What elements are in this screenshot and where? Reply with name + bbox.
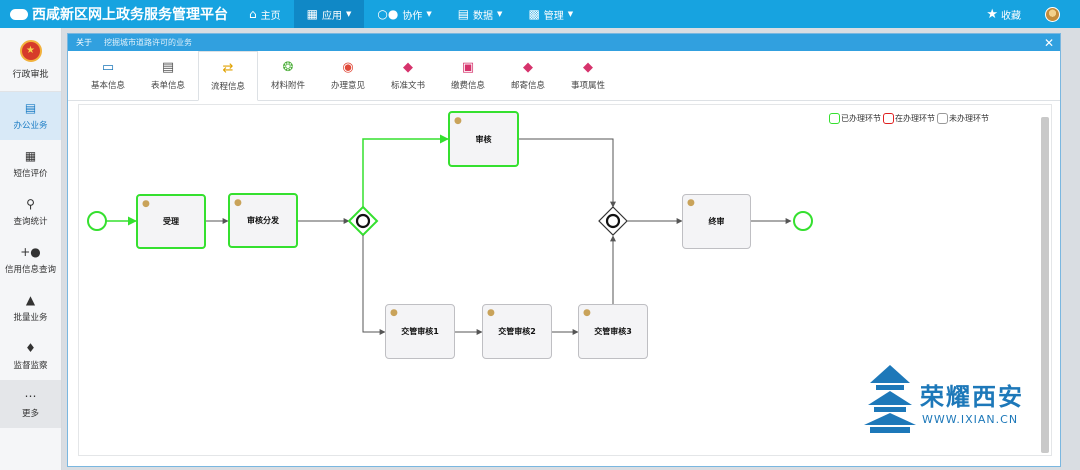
- task-traffic-review-2[interactable]: ● 交管审核2: [482, 304, 552, 359]
- bell-icon: ♦: [25, 341, 36, 355]
- pagoda-logo-icon: [864, 365, 916, 433]
- home-icon: ⌂: [249, 7, 257, 21]
- task-final-review[interactable]: ● 终审: [682, 194, 751, 249]
- app-title: 西咸新区网上政务服务管理平台: [32, 7, 228, 23]
- bar-chart-icon: ▤: [457, 7, 470, 21]
- dashboard-icon: ▩: [528, 7, 540, 21]
- trend-icon: ▲: [25, 293, 36, 307]
- watermark-cn: 荣耀西安: [920, 382, 1024, 411]
- tab-mailing[interactable]: ◆邮寄信息: [510, 60, 545, 91]
- tab-attachments[interactable]: ❂材料附件: [270, 60, 305, 91]
- task-traffic-review-3[interactable]: ● 交管审核3: [578, 304, 648, 359]
- sidebar-header-label: 行政审批: [12, 69, 49, 80]
- list-icon: ▤: [24, 101, 37, 115]
- user-icon: ●: [142, 199, 150, 209]
- task-traffic-review-1[interactable]: ● 交管审核1: [385, 304, 455, 359]
- legend-pending: 未办理环节: [937, 113, 989, 124]
- brand[interactable]: 西咸新区网上政务服务管理平台: [0, 4, 236, 24]
- more-icon: ⋯: [24, 389, 37, 403]
- sidebar-item-batch[interactable]: ▲ 批量业务: [13, 293, 48, 323]
- top-bar: 西咸新区网上政务服务管理平台 ⌂ 主页 ▦ 应用 ▼ ○● 协作 ▼ ▤ 数据 …: [0, 0, 1080, 28]
- nav-home[interactable]: ⌂ 主页: [249, 7, 281, 22]
- dialog-title: 关于: [76, 38, 92, 47]
- grid-icon: ▦: [306, 7, 318, 21]
- legend-swatch: [829, 113, 840, 124]
- money-icon: ▣: [461, 60, 475, 75]
- tab-attributes[interactable]: ◆事项属性: [570, 60, 605, 91]
- watermark: 荣耀西安 WWW.IXIAN.CN: [862, 365, 1052, 435]
- grid-icon: ▦: [24, 149, 37, 163]
- tab-basic-info[interactable]: ▭基本信息: [90, 60, 125, 91]
- search-icon: ⚲: [26, 197, 35, 211]
- nav-data[interactable]: ▤ 数据 ▼: [457, 7, 503, 22]
- watermark-en: WWW.IXIAN.CN: [922, 413, 1019, 426]
- sidebar-item-sms[interactable]: ▦ 短信评价: [13, 149, 48, 179]
- user-icon: ●: [687, 198, 695, 208]
- nav-manage[interactable]: ▩ 管理 ▼: [528, 7, 574, 22]
- legend: 已办理环节 在办理环节 未办理环节: [829, 113, 991, 124]
- user-add-icon: +●: [20, 245, 41, 259]
- dialog-tabs: ▭基本信息 ▤表单信息 ⇄流程信息 ❂材料附件 ◉办理意见 ◆标准文书 ▣缴费信…: [68, 51, 1060, 101]
- task-review-distribute[interactable]: ● 审核分发: [228, 193, 298, 248]
- tab-documents[interactable]: ◆标准文书: [390, 60, 425, 91]
- nav-collab[interactable]: ○● 协作 ▼: [377, 7, 432, 22]
- emblem-icon: ★: [19, 39, 42, 62]
- dialog-subtitle: 挖掘城市道路许可的业务: [104, 38, 192, 47]
- inbox-icon: ▭: [101, 60, 115, 75]
- comment-icon: ◉: [342, 60, 354, 75]
- legend-done: 已办理环节: [829, 113, 881, 124]
- user-icon: ●: [234, 198, 242, 208]
- dialog-title-bar: 关于 挖掘城市道路许可的业务 ✕: [68, 34, 1060, 51]
- document-icon: ▤: [161, 60, 175, 75]
- legend-in-progress: 在办理环节: [883, 113, 935, 124]
- sidebar-item-more[interactable]: ⋯ 更多: [0, 380, 61, 428]
- paperclip-icon: ❂: [282, 60, 294, 75]
- tab-form-info[interactable]: ▤表单信息: [150, 60, 185, 91]
- task-accept[interactable]: ● 受理: [136, 194, 206, 249]
- task-review[interactable]: ● 审核: [448, 111, 519, 167]
- legend-swatch: [883, 113, 894, 124]
- chevron-down-icon: ▼: [345, 10, 352, 18]
- sidebar: ★ 行政审批 ▤ 办公业务 ▦ 短信评价 ⚲ 查询统计 +● 信用信息查询 ▲ …: [0, 28, 62, 470]
- avatar[interactable]: [1045, 6, 1060, 22]
- tag-icon: ◆: [583, 60, 593, 75]
- join-gateway: [598, 206, 628, 236]
- user-icon: ●: [583, 308, 591, 318]
- user-icon: ●: [454, 116, 462, 126]
- sidebar-header[interactable]: ★ 行政审批: [0, 28, 61, 92]
- top-right: ★ 收藏: [986, 6, 1080, 22]
- chevron-down-icon: ▼: [497, 10, 503, 18]
- user-icon: ●: [487, 308, 495, 318]
- nav-apps[interactable]: ▦ 应用 ▼: [293, 0, 365, 28]
- sidebar-item-office[interactable]: ▤ 办公业务: [0, 92, 61, 140]
- cloud-logo-icon: [10, 8, 28, 20]
- vertical-scrollbar[interactable]: [1041, 117, 1049, 453]
- tab-payment[interactable]: ▣缴费信息: [450, 60, 485, 91]
- sidebar-item-credit[interactable]: +● 信用信息查询: [4, 245, 56, 275]
- main-nav: ⌂ 主页 ▦ 应用 ▼ ○● 协作 ▼ ▤ 数据 ▼ ▩ 管理 ▼: [236, 0, 586, 28]
- split-gateway: [347, 205, 379, 237]
- start-event: [87, 211, 107, 231]
- close-icon[interactable]: ✕: [1043, 35, 1054, 50]
- shuffle-icon: ⇄: [222, 60, 234, 76]
- sidebar-item-query[interactable]: ⚲ 查询统计: [13, 197, 48, 227]
- favorites-button[interactable]: ★ 收藏: [986, 6, 1021, 22]
- chevron-down-icon: ▼: [567, 10, 574, 18]
- collab-icon: ○●: [377, 7, 399, 21]
- user-icon: ●: [390, 308, 398, 318]
- tags-icon: ◆: [403, 60, 413, 75]
- sidebar-item-supervise[interactable]: ♦ 监督监察: [13, 341, 48, 371]
- legend-swatch: [937, 113, 948, 124]
- tab-flow-info[interactable]: ⇄流程信息: [198, 51, 258, 101]
- tag-icon: ◆: [523, 60, 533, 75]
- star-icon: ★: [986, 6, 998, 22]
- tab-opinions[interactable]: ◉办理意见: [330, 60, 365, 91]
- chevron-down-icon: ▼: [426, 10, 432, 18]
- flow-connectors: [87, 134, 813, 335]
- end-event: [793, 211, 813, 231]
